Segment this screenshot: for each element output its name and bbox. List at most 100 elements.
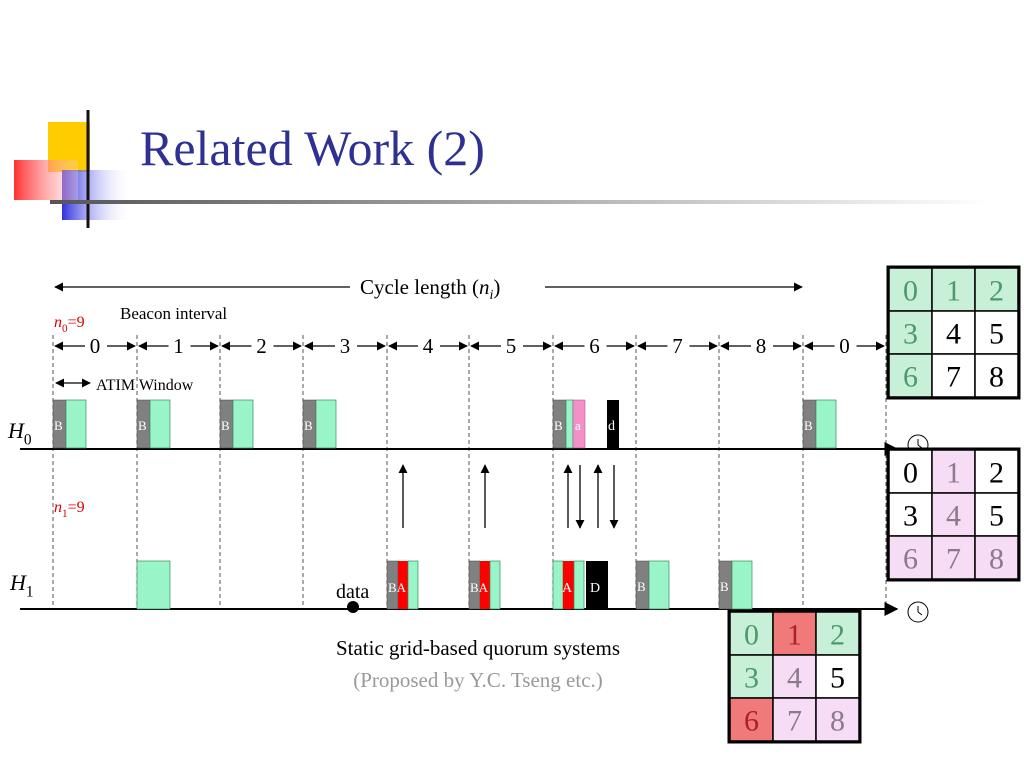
grid-cell-number: 0: [903, 275, 918, 308]
h1-atim: [573, 560, 585, 610]
h1-ba-letters: BA: [470, 580, 489, 595]
grid-cell: [974, 353, 1019, 398]
h0-beacon-letter: B: [221, 418, 230, 433]
grid-cell-number: 5: [989, 318, 1004, 351]
cycle-length-label: Cycle length (ni): [360, 275, 500, 303]
logo-decoration: [14, 110, 132, 228]
grid-cell-number: 1: [946, 275, 961, 308]
grid-cell-number: 0: [744, 619, 759, 652]
h1-beacon-letter: B: [637, 579, 646, 594]
grid-cell-number: 7: [946, 361, 961, 394]
h1-d-letter: D: [590, 581, 600, 596]
h1-label: H1: [9, 570, 34, 601]
clock-hand: [917, 611, 923, 616]
data-dot: [347, 601, 359, 613]
grid-cell-number: 8: [989, 361, 1004, 394]
h1-ba-letters: BA: [388, 580, 407, 595]
h1-atim: [648, 560, 670, 610]
h0-atim: [565, 399, 574, 449]
grid-cell-number: 2: [830, 619, 845, 652]
h1-a-letter: A: [562, 581, 573, 596]
beacon-interval-label: Beacon interval: [120, 304, 227, 323]
caption: Static grid-based quorum systems: [336, 636, 620, 660]
grid-cell-number: 1: [946, 457, 961, 490]
grid-cell: [772, 654, 817, 699]
title-rule: [50, 200, 990, 204]
atim-window-label: ATIM Window: [96, 377, 194, 394]
grid-cell: [931, 492, 976, 537]
interval-number: 4: [423, 334, 434, 358]
data-label: data: [336, 581, 369, 603]
interval-number: 2: [256, 334, 267, 358]
h0-beacon-letter: B: [138, 418, 147, 433]
h0-beacon-letter: B: [304, 418, 313, 433]
h1-beacon-letter: B: [720, 579, 729, 594]
interval-number: 1: [173, 334, 184, 358]
grid-cell: [974, 535, 1019, 580]
grid-cell-number: 8: [989, 543, 1004, 576]
h1-red-frame: [398, 561, 408, 609]
grid-cell: [974, 492, 1019, 537]
interval-number: 0: [90, 334, 101, 358]
grid-cell-number: 6: [903, 543, 918, 576]
interval-number: 0: [839, 334, 850, 358]
h1-atim: [489, 560, 501, 610]
grid-cell-number: 4: [946, 318, 961, 351]
grid-cell: [974, 449, 1019, 494]
grid-cell-number: 7: [787, 705, 802, 738]
h0-atim: [315, 399, 337, 449]
grid-cell-number: 0: [903, 457, 918, 490]
grid-cell: [888, 267, 933, 312]
h0-beacon-letter: B: [54, 418, 63, 433]
grid-cell: [974, 310, 1019, 355]
grid-cell-number: 4: [946, 500, 961, 533]
grid-cell-number: 2: [989, 457, 1004, 490]
interval-number: 6: [589, 334, 600, 358]
grid-cell-number: 3: [903, 318, 918, 351]
h0-atim: [65, 399, 87, 449]
grid-cell-number: 3: [903, 500, 918, 533]
grid-cell: [931, 535, 976, 580]
h0-d-frame: [607, 400, 619, 448]
grid-cell-number: 8: [830, 705, 845, 738]
h1-d-frame: [586, 561, 608, 609]
h0-a-letter: a: [575, 418, 581, 433]
n0-label: n0=9: [54, 314, 85, 335]
interval-number: 7: [672, 334, 683, 358]
timing-diagram: Cycle length (ni) Beacon interval n0=9 n1=9…: [7, 275, 929, 692]
grid-cell-number: 6: [744, 705, 759, 738]
grid-cell-number: 2: [989, 275, 1004, 308]
interval-number: 5: [506, 334, 517, 358]
n1-label: n1=9: [54, 499, 85, 520]
grid-cell: [888, 492, 933, 537]
grid-cell-number: 5: [830, 662, 845, 695]
grid-cell-number: 7: [946, 543, 961, 576]
h0-atim: [232, 399, 254, 449]
h0-beacon-letter: B: [804, 418, 813, 433]
h1-atim: [407, 560, 419, 610]
h1-atim: [731, 560, 753, 610]
interval-number: 3: [340, 334, 351, 358]
interval-number: 8: [756, 334, 767, 358]
grid-cell: [772, 697, 817, 742]
page-title: Related Work (2): [140, 120, 485, 176]
grid-cell-number: 5: [989, 500, 1004, 533]
grid-cell-number: 1: [787, 619, 802, 652]
grid-cell-number: 4: [787, 662, 802, 695]
h0-atim: [149, 399, 171, 449]
subcaption: (Proposed by Y.C. Tseng etc.): [353, 668, 603, 692]
grid-cell: [815, 697, 860, 742]
h1-red-frame: [480, 561, 490, 609]
grid-cell-number: 3: [744, 662, 759, 695]
h0-d-letter: d: [608, 419, 615, 434]
h0-label: H0: [7, 418, 32, 449]
h1-red-frame: [563, 561, 574, 609]
h0-a-frame: [572, 399, 586, 449]
grid-cell: [815, 654, 860, 699]
grid-cell: [888, 449, 933, 494]
h0-atim: [815, 399, 837, 449]
h0-beacon-letter: B: [554, 418, 563, 433]
